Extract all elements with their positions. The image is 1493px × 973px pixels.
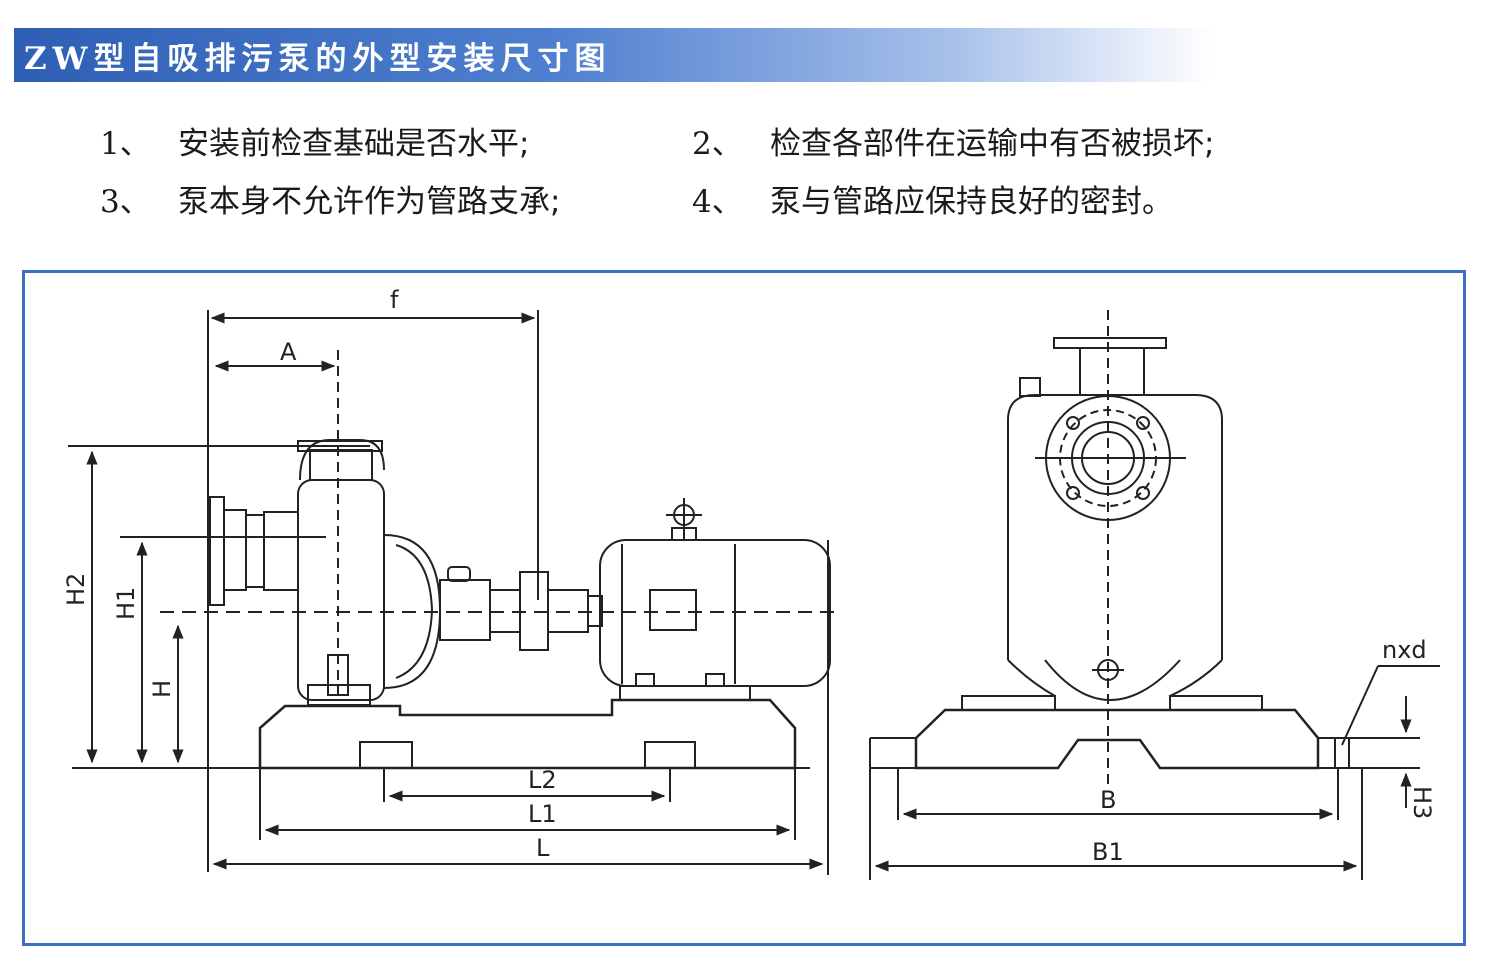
note-text: 泵本身不允许作为管路支承; [178, 184, 561, 220]
note-text: 检查各部件在运输中有否被损坏; [770, 126, 1215, 162]
dim-label-l: L [536, 834, 550, 862]
dim-label-h: H [148, 680, 176, 698]
note-item: 1、安装前检查基础是否水平; [100, 124, 529, 164]
dim-label-l1: L1 [528, 800, 557, 828]
dim-label-h1: H1 [112, 587, 140, 620]
dim-label-l2: L2 [528, 766, 557, 794]
note-text: 泵与管路应保持良好的密封。 [770, 184, 1173, 220]
note-text: 安装前检查基础是否水平; [178, 126, 530, 162]
dim-label-h2: H2 [62, 573, 90, 606]
note-number: 1、 [100, 126, 151, 162]
note-number: 3、 [100, 184, 151, 220]
note-number: 2、 [692, 126, 743, 162]
drawing-frame [22, 270, 1466, 946]
front-view [869, 310, 1440, 880]
note-item: 3、泵本身不允许作为管路支承; [100, 182, 560, 222]
page-title: ZW型自吸排污泵的外型安装尺寸图 [24, 40, 612, 77]
dim-label-h3: H3 [1408, 786, 1436, 819]
note-item: 4、泵与管路应保持良好的密封。 [692, 182, 1173, 222]
side-view [68, 310, 840, 875]
dim-label-b1: B1 [1092, 838, 1124, 866]
dim-label-f: f [390, 286, 399, 314]
dim-label-b: B [1100, 786, 1116, 814]
dim-label-a: A [280, 338, 297, 366]
note-number: 4、 [692, 184, 743, 220]
note-item: 2、检查各部件在运输中有否被损坏; [692, 124, 1214, 164]
title-bar: ZW型自吸排污泵的外型安装尺寸图 [14, 28, 1214, 82]
dim-label-nxd: nxd [1382, 636, 1427, 664]
